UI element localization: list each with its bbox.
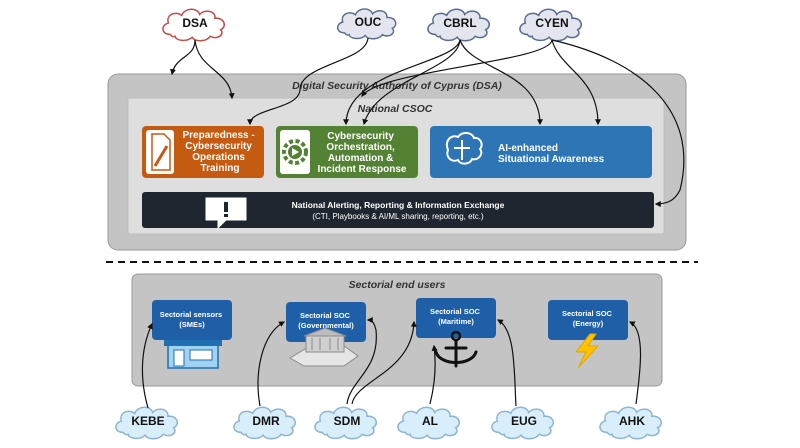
capability-training-label: Preparedness - Cybersecurity Operations …	[182, 130, 257, 174]
cloud-dmr-label: DMR	[252, 414, 280, 428]
sectorial-sensors[interactable]: Sectorial sensors (SMEs)	[152, 300, 232, 340]
top-connectors	[170, 37, 685, 207]
cloud-eug[interactable]: EUG	[491, 406, 555, 440]
sectorial-soc-energy[interactable]: Sectorial SOC (Energy)	[548, 300, 628, 340]
gov-label: Sectorial SOC (Governmental)	[298, 311, 354, 330]
cloud-ouc-label: OUC	[355, 15, 382, 29]
capability-soar[interactable]: Cybersecurity Orchestration, Automation …	[276, 126, 418, 178]
cloud-dsa-label: DSA	[182, 16, 208, 30]
cloud-eug-label: EUG	[511, 414, 537, 428]
cloud-dmr[interactable]: DMR	[233, 406, 297, 440]
sectorial-region	[131, 273, 663, 387]
sectorial-soc-gov[interactable]: Sectorial SOC (Governmental)	[286, 302, 366, 342]
pencil-document-icon	[151, 133, 171, 171]
cloud-al[interactable]: AL	[397, 406, 461, 440]
capability-ai-label: AI-enhanced Situational Awareness	[498, 143, 605, 165]
energy-label: Sectorial SOC (Energy)	[562, 309, 614, 328]
sensors-label: Sectorial sensors (SMEs)	[160, 310, 225, 329]
cloud-kebe[interactable]: KEBE	[115, 406, 179, 440]
cloud-kebe-label: KEBE	[131, 414, 164, 428]
anchor-icon	[434, 330, 478, 368]
bottom-connectors	[141, 317, 642, 409]
cloud-al-label: AL	[422, 414, 438, 428]
cloud-sdm[interactable]: SDM	[314, 406, 378, 440]
alerting-bar[interactable]: National Alerting, Reporting & Informati…	[142, 192, 654, 230]
cloud-ouc[interactable]: OUC	[336, 8, 397, 40]
alert-bubble-icon	[205, 197, 247, 230]
alerting-subtitle: (CTI, Playbooks & AI/ML sharing, reporti…	[312, 212, 484, 221]
sectorial-soc-maritime[interactable]: Sectorial SOC (Maritime)	[416, 298, 496, 338]
lightning-icon	[574, 333, 600, 369]
maritime-label: Sectorial SOC (Maritime)	[430, 307, 482, 326]
capability-soar-label: Cybersecurity Orchestration, Automation …	[318, 131, 407, 175]
cloud-sdm-label: SDM	[334, 414, 361, 428]
alerting-title: National Alerting, Reporting & Informati…	[292, 200, 505, 210]
government-building-icon	[289, 327, 359, 367]
brain-icon	[446, 132, 483, 165]
cloud-cyen-label: CYEN	[535, 16, 568, 30]
authority-title: Digital Security Authority of Cyprus (DS…	[292, 80, 502, 92]
cloud-cyen[interactable]: CYEN	[519, 8, 583, 42]
shop-icon	[164, 340, 222, 369]
cloud-cbrl[interactable]: CBRL	[427, 8, 491, 42]
play-gear-icon	[282, 139, 308, 165]
sectorial-title: Sectorial end users	[349, 279, 446, 291]
capability-training[interactable]: Preparedness - Cybersecurity Operations …	[142, 126, 264, 178]
csoc-title: National CSOC	[358, 103, 433, 115]
cloud-ahk-label: AHK	[619, 414, 645, 428]
cloud-dsa[interactable]: DSA	[162, 8, 226, 42]
cloud-ahk[interactable]: AHK	[599, 406, 663, 440]
cloud-cbrl-label: CBRL	[443, 16, 476, 30]
capability-ai[interactable]: AI-enhanced Situational Awareness	[430, 126, 652, 178]
